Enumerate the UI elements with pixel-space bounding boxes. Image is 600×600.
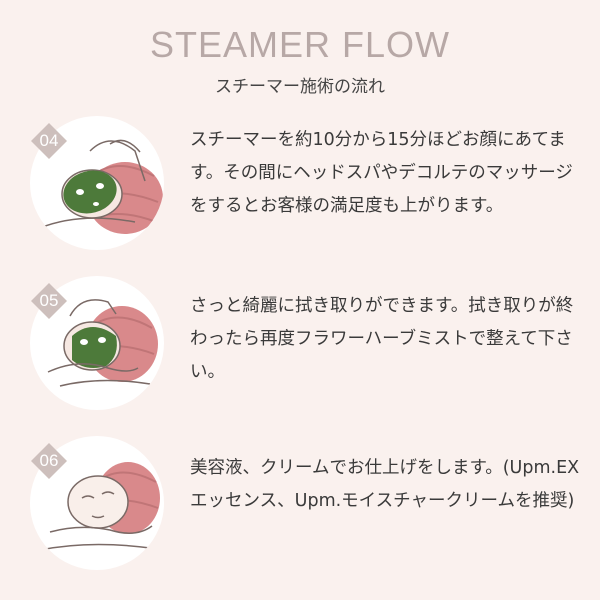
page-title: STEAMER FLOW — [149, 24, 451, 65]
step-number-badge: 04 — [30, 122, 68, 160]
step-06: 06 美容液、クリームでお仕上げをします。(Upm.EXエッセンス、Upm.モイ… — [0, 436, 600, 576]
step-description: スチーマーを約10分から15分ほどお顔にあてます。その間にヘッドスパやデコルテの… — [190, 130, 573, 216]
step-number-badge: 06 — [30, 442, 68, 480]
step-number: 05 — [39, 291, 59, 310]
finishing-cream-illustration — [30, 436, 164, 570]
step-number-badge: 05 — [30, 282, 68, 320]
page-subtitle: スチーマー施術の流れ — [215, 77, 385, 97]
step-description: 美容液、クリームでお仕上げをします。(Upm.EXエッセンス、Upm.モイスチャ… — [190, 458, 580, 511]
step-05: 05 さっと綺麗に拭き取りができます。拭き取りが終わったら再度フラワーハーブミス… — [0, 276, 600, 416]
steam-mask-illustration — [30, 116, 164, 250]
wipe-off-illustration — [30, 276, 164, 410]
step-description: さっと綺麗に拭き取りができます。拭き取りが終わったら再度フラワーハーブミストで整… — [190, 296, 574, 382]
step-04: 04 スチーマーを約10分から15分ほどお顔にあてます。その間にヘッドスパやデコ… — [0, 116, 600, 256]
step-number: 04 — [39, 131, 59, 150]
step-number: 06 — [39, 451, 59, 470]
